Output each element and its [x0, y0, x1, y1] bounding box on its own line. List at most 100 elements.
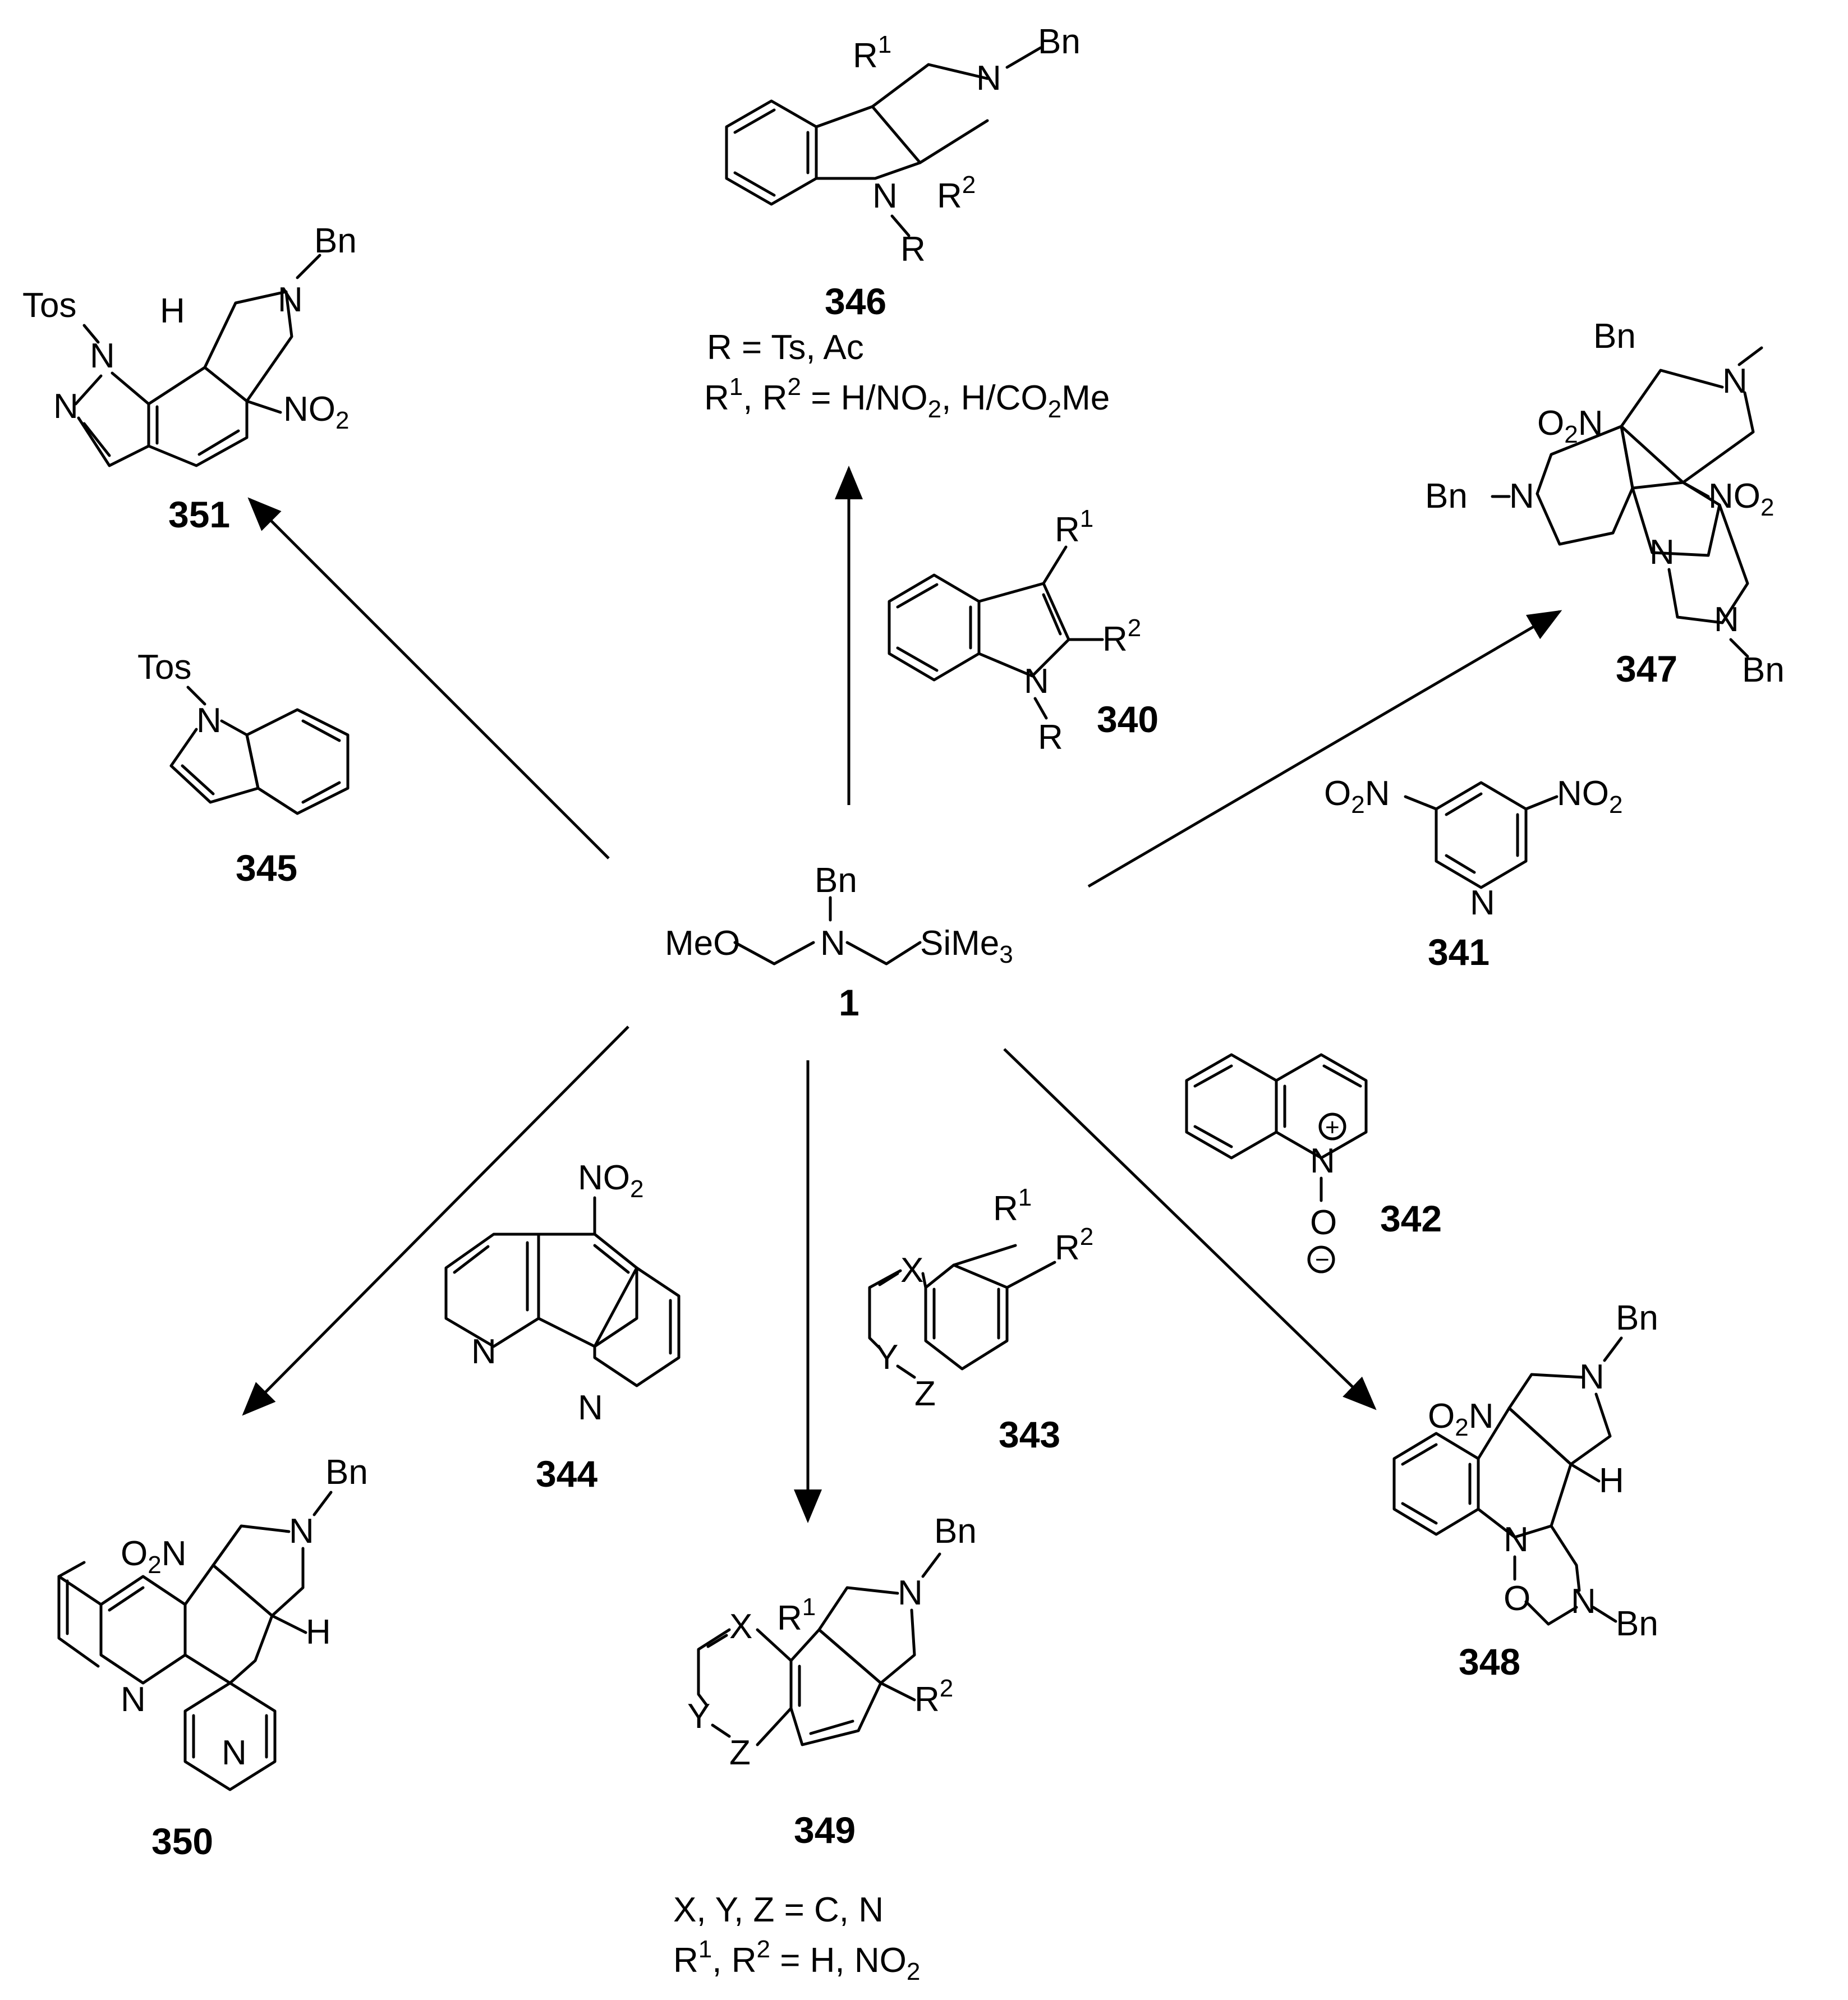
compound-350-number: 350 — [151, 1820, 213, 1862]
343-r2-label: R2 — [1055, 1223, 1093, 1267]
351-bn-label: Bn — [314, 222, 357, 260]
344-n1-atom: N — [471, 1332, 497, 1371]
compound-350: Bn N O2N H N N 350 — [57, 1453, 368, 1862]
compound-346: N Bn N R R1 R2 346 R = Ts, Ac R1, R2 = H… — [704, 22, 1110, 423]
346-r2-label: R2 — [937, 171, 976, 215]
compound-345-number: 345 — [236, 847, 297, 889]
compound-348-number: 348 — [1459, 1641, 1520, 1682]
348-o2n-label: O2N — [1428, 1397, 1494, 1441]
349-bn-label: Bn — [934, 1512, 977, 1551]
compound-343: X Y Z R1 R2 343 — [868, 1184, 1093, 1455]
compound-347-number: 347 — [1616, 648, 1677, 689]
tms-label: SiMe3 — [920, 924, 1013, 968]
349-z-atom: Z — [729, 1734, 751, 1772]
349-r1-label: R1 — [777, 1593, 816, 1638]
348-o-atom: O — [1504, 1579, 1530, 1618]
349-condition-xyz: X, Y, Z = C, N — [673, 1891, 884, 1929]
343-x-atom: X — [900, 1251, 923, 1290]
center-bn-label: Bn — [815, 861, 857, 900]
compound-342-number: 342 — [1380, 1198, 1442, 1239]
compound-340-number: 340 — [1097, 698, 1159, 740]
center-n-atom: N — [820, 924, 845, 963]
343-y-atom: Y — [875, 1338, 898, 1377]
349-condition-r1-r2: R1, R2 = H, NO2 — [673, 1935, 920, 1985]
350-h-label: H — [306, 1613, 331, 1652]
compound-351-number: 351 — [168, 494, 230, 535]
346-condition-r: R = Ts, Ac — [707, 328, 864, 367]
341-left-no2-label: O2N — [1324, 774, 1390, 819]
arrow-to-347 — [1087, 610, 1562, 888]
methoxy-label: MeO — [665, 924, 740, 963]
342-o-atom: O — [1310, 1203, 1337, 1242]
348-n-top-atom: N — [1579, 1358, 1605, 1396]
compound-344-number: 344 — [536, 1453, 597, 1495]
345-n-atom: N — [196, 701, 222, 740]
348-bn-bot-label: Bn — [1616, 1604, 1658, 1643]
346-bn-label: Bn — [1038, 22, 1081, 61]
351-n1-atom: N — [90, 337, 115, 375]
arrow-to-348 — [1003, 1048, 1377, 1410]
compound-340: R1 R2 N R 340 — [888, 505, 1159, 757]
342-minus-sign: − — [1315, 1246, 1330, 1273]
340-r-label: R — [1038, 718, 1063, 757]
343-r1-label: R1 — [993, 1184, 1032, 1228]
349-y-atom: Y — [687, 1697, 710, 1736]
compound-341-number: 341 — [1428, 931, 1490, 973]
346-condition-r1-r2: R1, R2 = H/NO2, H/CO2Me — [704, 373, 1110, 423]
351-n-bn-atom: N — [278, 281, 303, 319]
346-n-bn-atom: N — [976, 59, 1001, 98]
compound-344: NO2 N N 344 — [444, 1158, 681, 1495]
349-r2-label: R2 — [914, 1675, 953, 1719]
compound-349-number: 349 — [794, 1809, 856, 1851]
compound-349: Bn N R1 X Y Z R2 349 X, Y, Z = C, N R1, … — [673, 1512, 977, 1985]
351-no2-label: NO2 — [283, 390, 349, 434]
compound-351: Tos N N H N Bn NO2 351 — [22, 222, 357, 535]
342-n-atom: N — [1310, 1142, 1335, 1180]
347-n-top-atom: N — [1722, 362, 1748, 401]
compound-1-number: 1 — [839, 982, 859, 1023]
340-n-atom: N — [1024, 662, 1049, 701]
347-n-mid-atom: N — [1649, 533, 1675, 572]
arrow-to-350 — [242, 1026, 629, 1416]
351-h-label: H — [160, 292, 185, 330]
340-r1-label: R1 — [1055, 505, 1093, 549]
compound-1: MeO N Bn SiMe3 1 — [665, 861, 1013, 1023]
343-z-atom: Z — [914, 1374, 936, 1413]
compound-342: N + O − 342 — [1185, 1053, 1442, 1273]
349-n-atom: N — [898, 1574, 923, 1612]
346-n-atom: N — [872, 177, 898, 215]
compound-348: Bn N O2N H N O N Bn 348 — [1392, 1299, 1658, 1682]
347-bn-left-label: Bn — [1425, 477, 1468, 516]
compound-341: O2N NO2 N 341 — [1324, 774, 1622, 973]
350-bn-label: Bn — [325, 1453, 368, 1492]
342-plus-sign: + — [1325, 1114, 1340, 1141]
347-o2n-label: O2N — [1537, 404, 1603, 448]
347-n-bot-atom: N — [1714, 600, 1739, 639]
compound-347: Bn N Bn O2N N Bn N N Bn NO2 347 — [1425, 317, 1785, 689]
347-n-left-atom: N — [1509, 477, 1534, 516]
344-no2-label: NO2 — [578, 1158, 643, 1203]
348-n-ring-atom: N — [1504, 1520, 1529, 1559]
349-x-atom: X — [729, 1607, 752, 1646]
342-plus-charge — [1318, 1112, 1346, 1141]
350-n2-atom: N — [222, 1734, 247, 1772]
350-n-top-atom: N — [289, 1512, 314, 1551]
347-bn-bot-label: Bn — [1742, 651, 1785, 689]
351-n2-atom: N — [53, 387, 79, 426]
arrow-to-351 — [247, 497, 610, 859]
compound-346-number: 346 — [825, 281, 886, 322]
341-right-no2-label: NO2 — [1557, 774, 1622, 819]
341-n-atom: N — [1470, 884, 1495, 922]
348-h-label: H — [1599, 1461, 1624, 1500]
347-bn-top-label: Bn — [1593, 317, 1636, 356]
351-tos-label: Tos — [22, 286, 76, 325]
compound-343-number: 343 — [999, 1414, 1060, 1455]
342-minus-charge — [1307, 1245, 1335, 1273]
350-o2n-label: O2N — [121, 1534, 187, 1579]
348-n-bot-atom: N — [1571, 1582, 1596, 1621]
346-n-r-label: R — [900, 230, 926, 269]
340-r2-label: R2 — [1102, 614, 1141, 659]
350-n1-atom: N — [121, 1680, 146, 1719]
345-tos-label: Tos — [137, 648, 191, 687]
